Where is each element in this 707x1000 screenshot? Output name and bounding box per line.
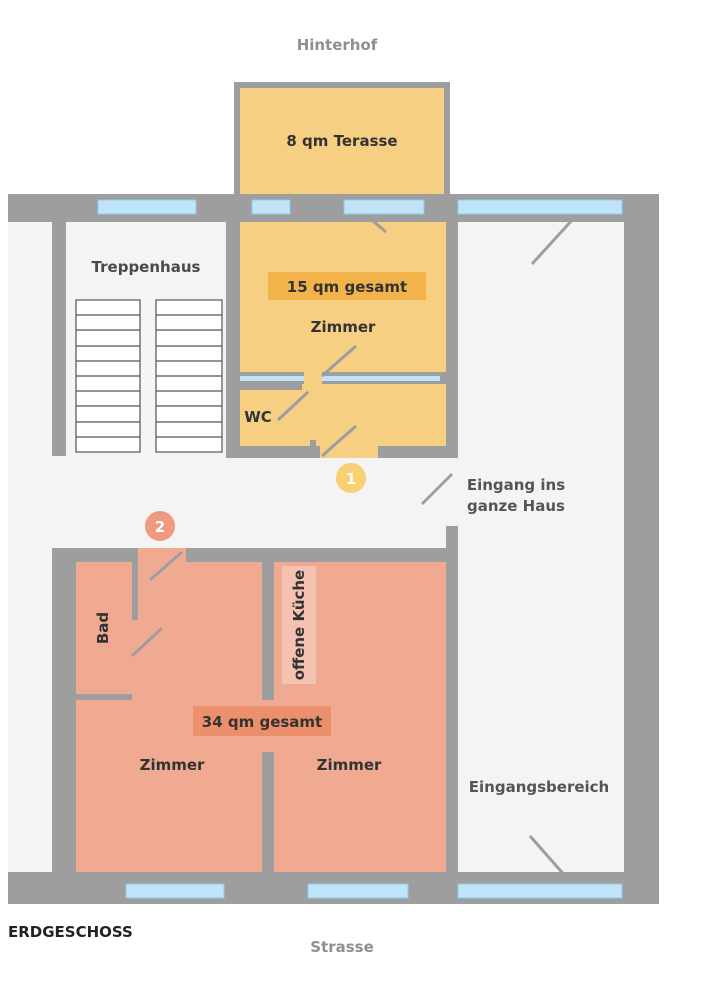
terrace-area bbox=[240, 88, 444, 196]
label-zimmer-right: Zimmer bbox=[317, 756, 382, 774]
left-corridor-floor bbox=[8, 222, 52, 872]
windows bbox=[97, 199, 623, 899]
wc-door-stop bbox=[310, 440, 316, 446]
unit2-area-label-bg bbox=[193, 706, 331, 736]
label-zimmer-upper: Zimmer bbox=[311, 318, 376, 336]
kitchen-wall bbox=[262, 562, 274, 700]
label-hinterhof: Hinterhof bbox=[297, 36, 378, 54]
label-34qm: 34 qm gesamt bbox=[202, 713, 322, 731]
label-strasse: Strasse bbox=[310, 938, 374, 956]
label-eingang-line2: ganze Haus bbox=[467, 497, 565, 515]
label-treppenhaus: Treppenhaus bbox=[92, 258, 201, 276]
unit1-area-label-bg bbox=[268, 272, 426, 300]
unit2-left-wall bbox=[52, 548, 64, 872]
label-eingang-line1: Eingang ins bbox=[467, 476, 565, 494]
bad-area bbox=[76, 562, 132, 694]
label-eingangsbereich: Eingangsbereich bbox=[469, 778, 609, 796]
entrance-area bbox=[458, 222, 624, 872]
unit1-divider-window-right bbox=[322, 376, 440, 381]
label-zimmer-left: Zimmer bbox=[140, 756, 205, 774]
label-offene-kueche: offene Küche bbox=[290, 570, 308, 681]
bad-bottom-wall bbox=[76, 694, 132, 700]
unit1-divider-window-left bbox=[240, 376, 304, 381]
bad-door-gap bbox=[132, 620, 138, 694]
unit1-entry-opening bbox=[320, 446, 378, 458]
zimmer-left-top bbox=[76, 694, 262, 700]
kitchen-band bbox=[282, 566, 316, 684]
entrance-door bbox=[420, 472, 454, 506]
stairs-right bbox=[155, 299, 223, 453]
entrance-door-gap bbox=[446, 458, 458, 526]
stair-wall-left bbox=[52, 222, 66, 456]
label-bad: Bad bbox=[94, 612, 112, 644]
badge-2-text: 2 bbox=[155, 518, 165, 536]
badge-1: 1 bbox=[336, 463, 366, 493]
label-15qm: 15 qm gesamt bbox=[287, 278, 407, 296]
label-wc: WC bbox=[244, 408, 272, 426]
badge-1-text: 1 bbox=[346, 470, 356, 488]
label-erdgeschoss: ERDGESCHOSS bbox=[8, 923, 133, 941]
hallway bbox=[52, 458, 458, 548]
wc-wall bbox=[240, 384, 302, 390]
wc-opening bbox=[302, 384, 312, 446]
label-terrasse: 8 qm Terasse bbox=[286, 132, 397, 150]
stairs-left bbox=[75, 299, 141, 453]
entrance-upper-wall bbox=[446, 222, 458, 458]
badge-2: 2 bbox=[145, 511, 175, 541]
unit1-inner-opening bbox=[304, 372, 322, 384]
